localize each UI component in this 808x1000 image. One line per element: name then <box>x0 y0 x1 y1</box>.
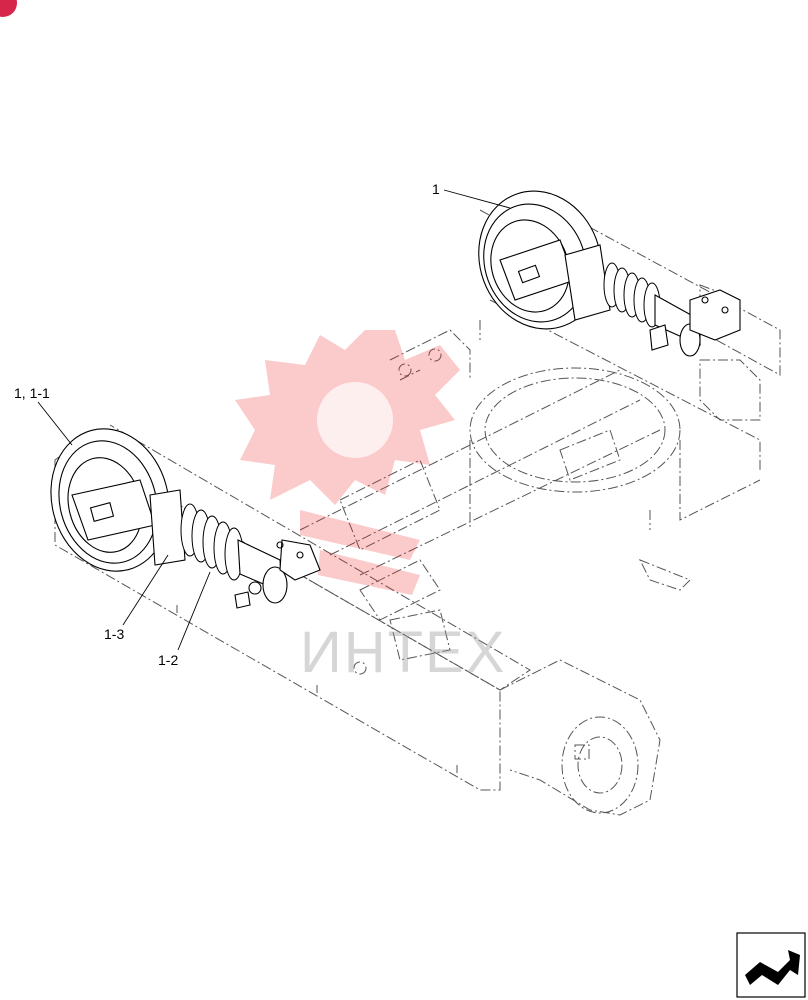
watermark-text: ИНТЕХ <box>300 620 506 685</box>
callout-1-1-1: 1, 1-1 <box>14 385 50 401</box>
intex-watermark: ИНТЕХ <box>235 330 506 685</box>
callout-1: 1 <box>432 181 440 197</box>
corner-badge-icon <box>0 0 17 17</box>
callout-1-2: 1-2 <box>158 652 178 668</box>
callout-1-3: 1-3 <box>104 626 124 642</box>
callout-leaders <box>37 189 511 651</box>
upper-recoil-spring <box>603 262 661 328</box>
lower-idler-assembly <box>50 428 321 609</box>
track-frame-outline <box>54 194 781 816</box>
upper-idler-assembly <box>478 190 741 357</box>
slewing-ring-outline <box>339 320 761 675</box>
next-page-arrow-icon[interactable] <box>736 932 806 998</box>
lower-recoil-spring <box>180 503 244 581</box>
